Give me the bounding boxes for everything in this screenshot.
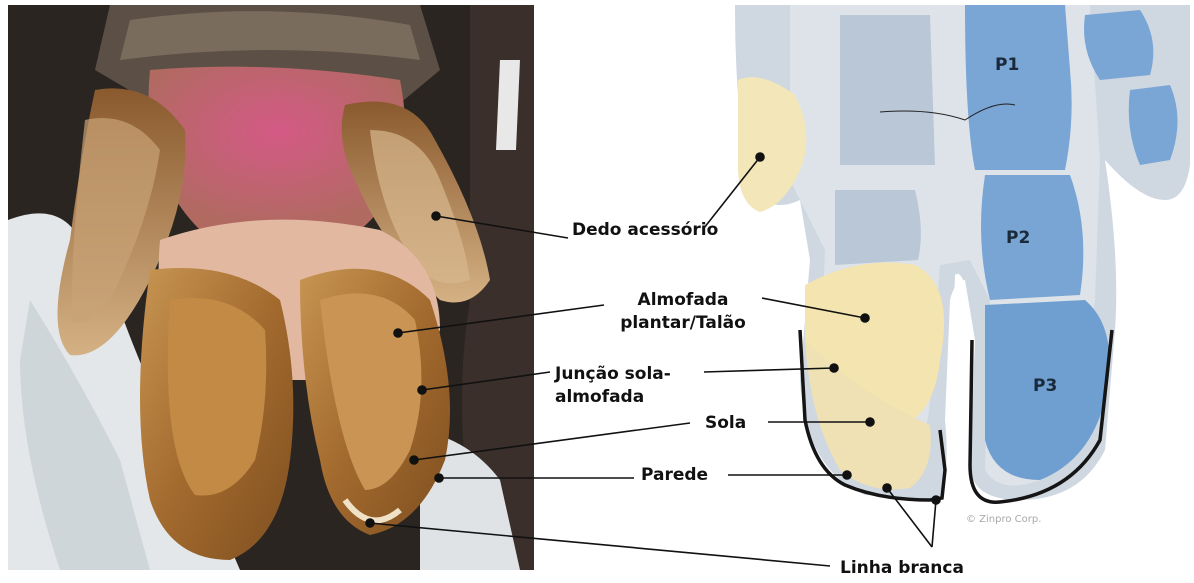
label-almofada-line1: Almofada — [600, 289, 766, 311]
label-dedo-acessorio: Dedo acessório — [572, 219, 718, 241]
label-sola: Sola — [705, 412, 746, 434]
label-juncao-line1: Junção sola- — [555, 363, 671, 385]
label-juncao-line2: almofada — [555, 386, 644, 408]
p1-label: P1 — [995, 55, 1019, 75]
label-almofada-line2: plantar/Talão — [600, 312, 766, 334]
p3-label: P3 — [1033, 376, 1057, 396]
copyright-text: © Zinpro Corp. — [966, 514, 1041, 525]
label-parede: Parede — [641, 464, 708, 486]
bone-p2 — [981, 175, 1083, 300]
p2-label: P2 — [1006, 228, 1030, 248]
label-linha-branca: Linha branca — [840, 557, 964, 579]
interdigital-cleft — [947, 274, 970, 500]
bone-p1 — [965, 5, 1072, 170]
